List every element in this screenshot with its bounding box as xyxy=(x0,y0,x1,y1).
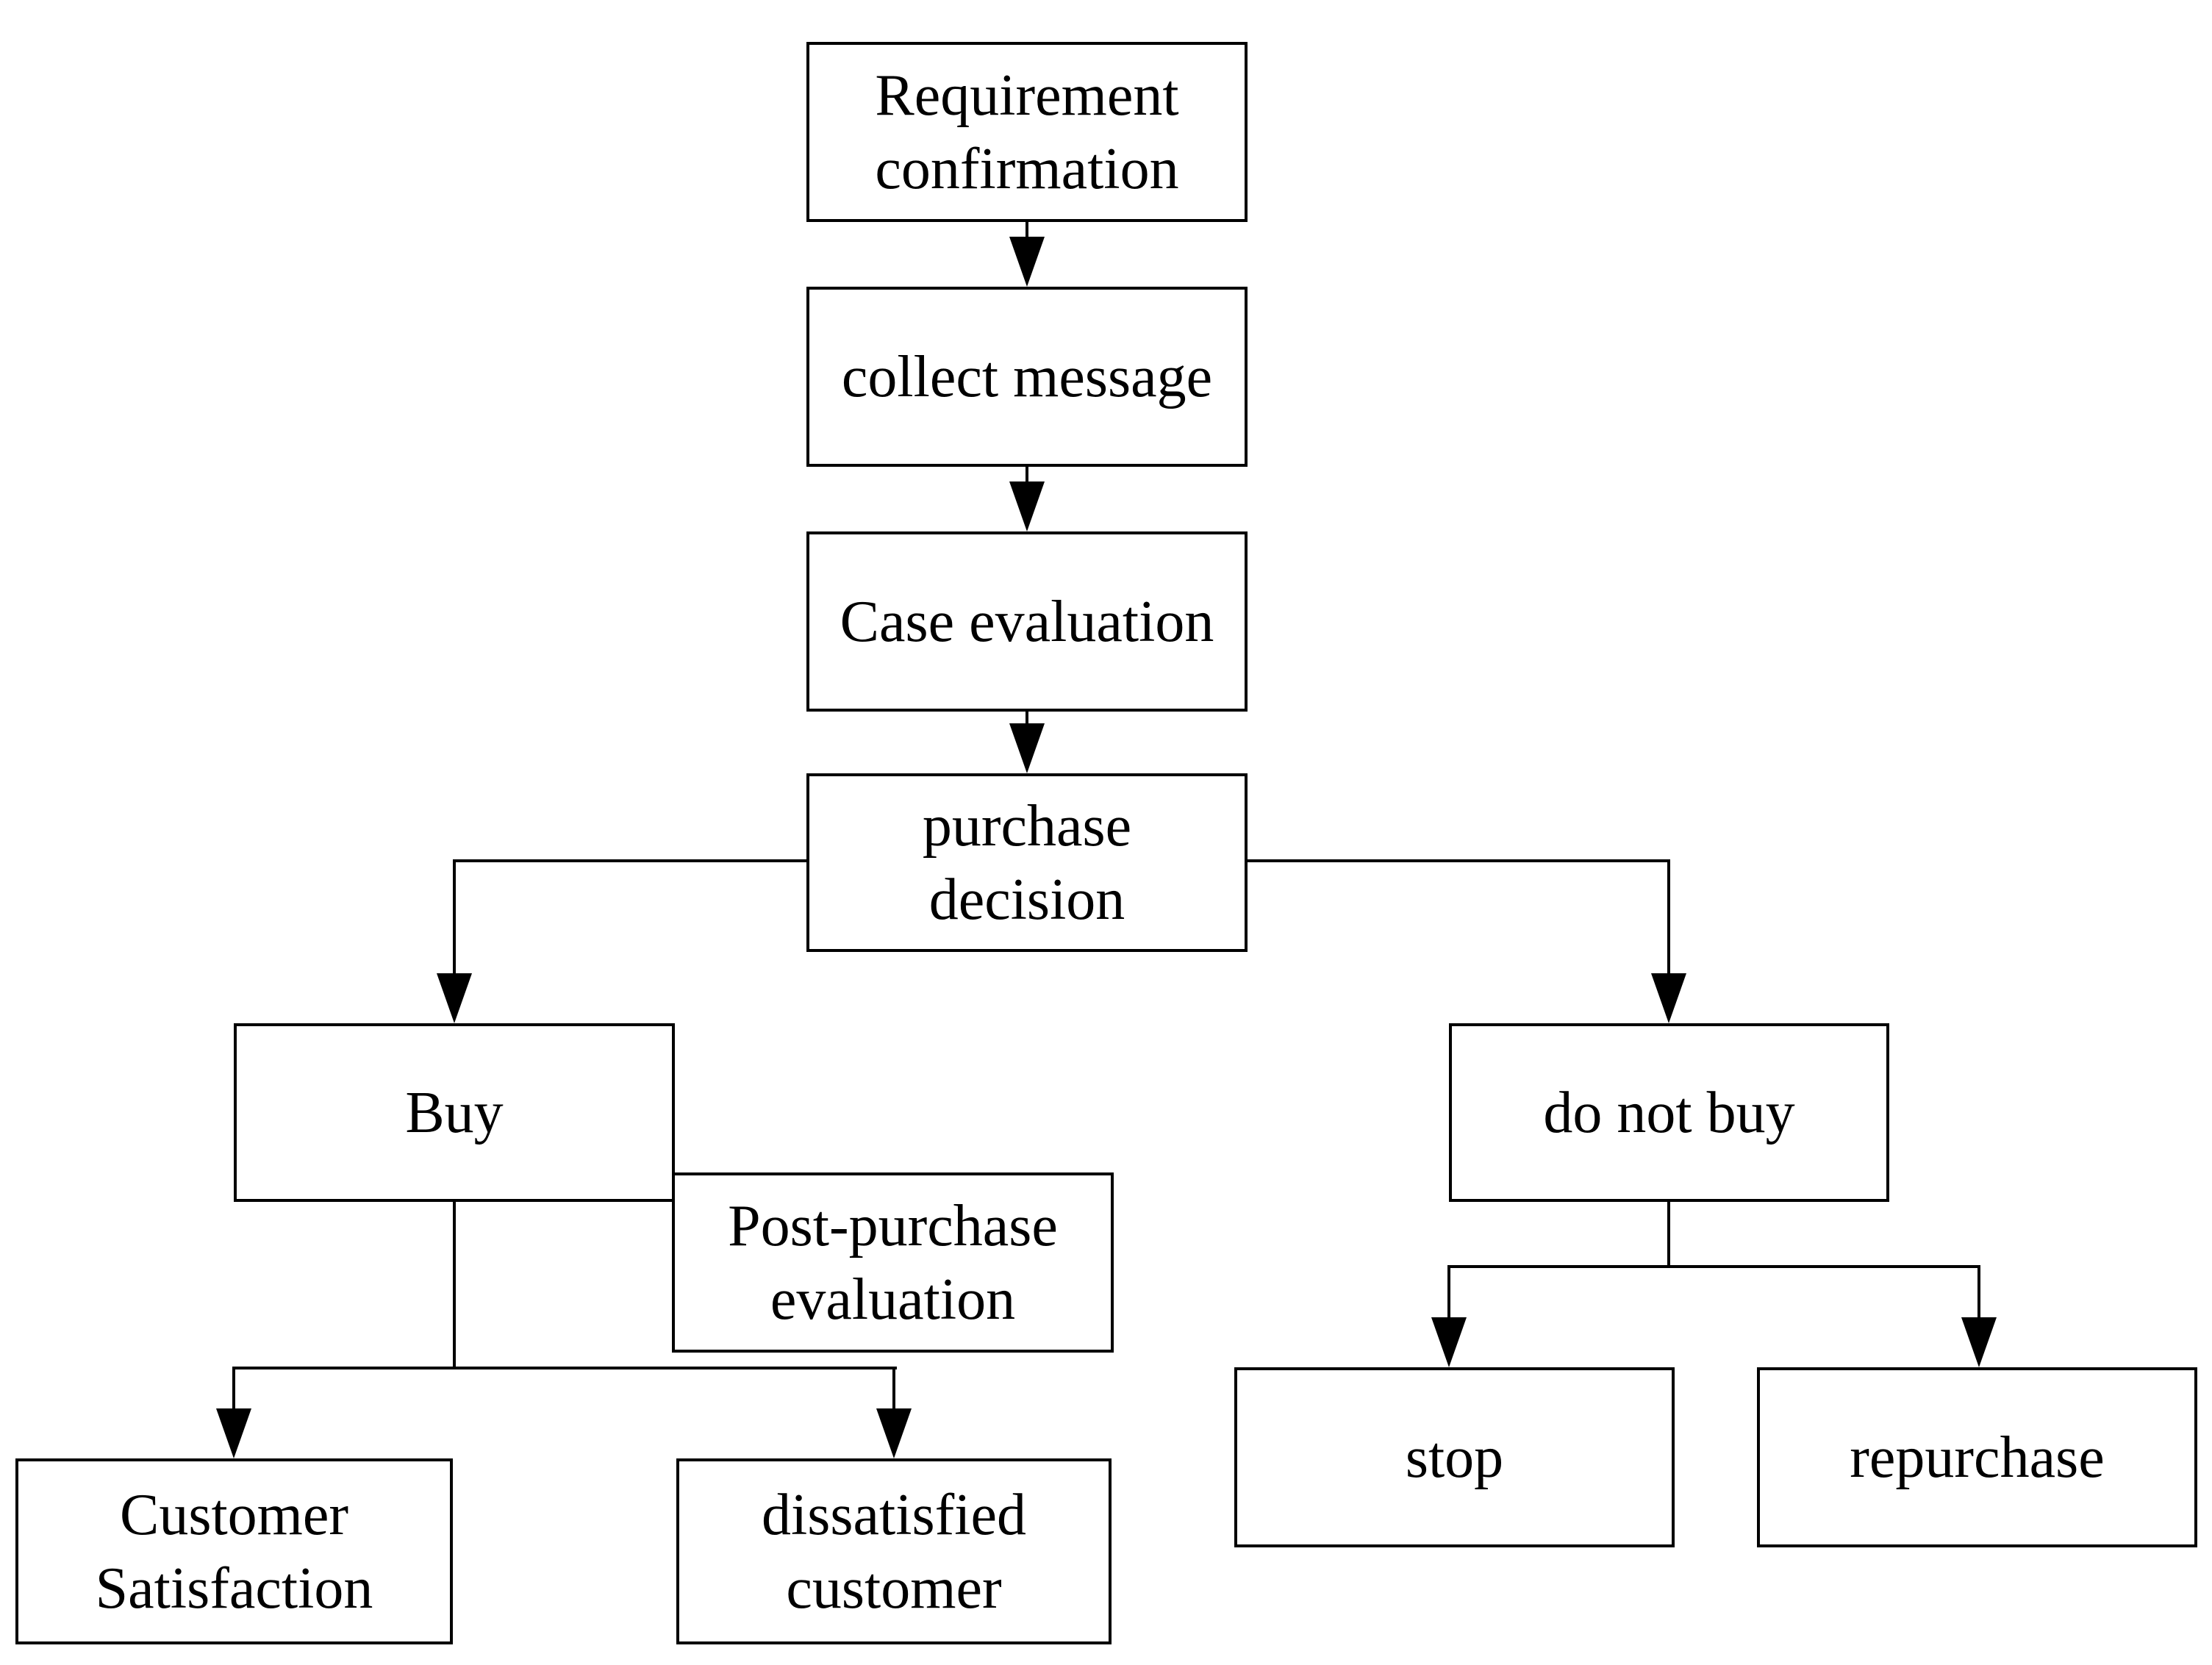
node-case-evaluation-label: Case evaluation xyxy=(840,589,1214,654)
node-do-not-buy: do not buy xyxy=(1449,1023,1889,1202)
node-customer-satisfaction: Customer Satisfaction xyxy=(15,1458,453,1644)
arrow-down-icon xyxy=(1961,1317,1997,1367)
node-do-not-buy-label: do not buy xyxy=(1543,1080,1795,1145)
connector-donotbuy-split-vertical xyxy=(1667,1202,1670,1268)
connector-collect-case-shaft xyxy=(1026,467,1028,486)
node-requirement-confirmation-label: Requirement confirmation xyxy=(875,62,1179,201)
node-stop: stop xyxy=(1234,1367,1675,1547)
connector-requirement-collect-shaft xyxy=(1026,222,1028,241)
arrow-down-icon xyxy=(1009,481,1045,531)
connector-buy-split-vertical xyxy=(453,1202,456,1369)
connector-purchase-donotbuy-vertical xyxy=(1667,859,1670,977)
arrow-down-icon xyxy=(1009,723,1045,773)
node-post-purchase-evaluation: Post-purchase evaluation xyxy=(672,1172,1114,1353)
node-collect-message-label: collect message xyxy=(841,344,1213,409)
node-dissatisfied-customer: dissatisfied customer xyxy=(676,1458,1112,1644)
connector-split-repurchase-vertical xyxy=(1977,1265,1980,1320)
node-post-purchase-evaluation-label: Post-purchase evaluation xyxy=(728,1193,1058,1332)
node-stop-label: stop xyxy=(1405,1425,1504,1490)
connector-split-dissat-vertical xyxy=(892,1367,895,1411)
connector-purchase-donotbuy-horizontal xyxy=(1248,859,1670,862)
node-purchase-decision: purchase decision xyxy=(806,773,1248,952)
node-buy-label: Buy xyxy=(405,1080,504,1145)
connector-purchase-buy-horizontal xyxy=(453,859,808,862)
connector-buy-split-horizontal xyxy=(232,1367,897,1369)
arrow-down-icon xyxy=(437,973,472,1023)
arrow-down-icon xyxy=(1009,237,1045,287)
connector-purchase-buy-vertical xyxy=(453,859,456,977)
connector-split-stop-vertical xyxy=(1447,1265,1450,1320)
connector-split-custsat-vertical xyxy=(232,1367,235,1411)
node-purchase-decision-label: purchase decision xyxy=(922,793,1132,932)
node-repurchase-label: repurchase xyxy=(1850,1425,2105,1490)
connector-case-purchase-shaft xyxy=(1026,712,1028,731)
node-case-evaluation: Case evaluation xyxy=(806,531,1248,712)
node-dissatisfied-customer-label: dissatisfied customer xyxy=(762,1482,1026,1621)
node-repurchase: repurchase xyxy=(1757,1367,2197,1547)
node-customer-satisfaction-label: Customer Satisfaction xyxy=(95,1482,373,1621)
arrow-down-icon xyxy=(876,1408,912,1458)
arrow-down-icon xyxy=(1651,973,1686,1023)
node-collect-message: collect message xyxy=(806,287,1248,467)
connector-donotbuy-split-horizontal xyxy=(1447,1265,1980,1268)
node-requirement-confirmation: Requirement confirmation xyxy=(806,42,1248,222)
arrow-down-icon xyxy=(216,1408,251,1458)
node-buy: Buy xyxy=(234,1023,675,1202)
arrow-down-icon xyxy=(1431,1317,1467,1367)
